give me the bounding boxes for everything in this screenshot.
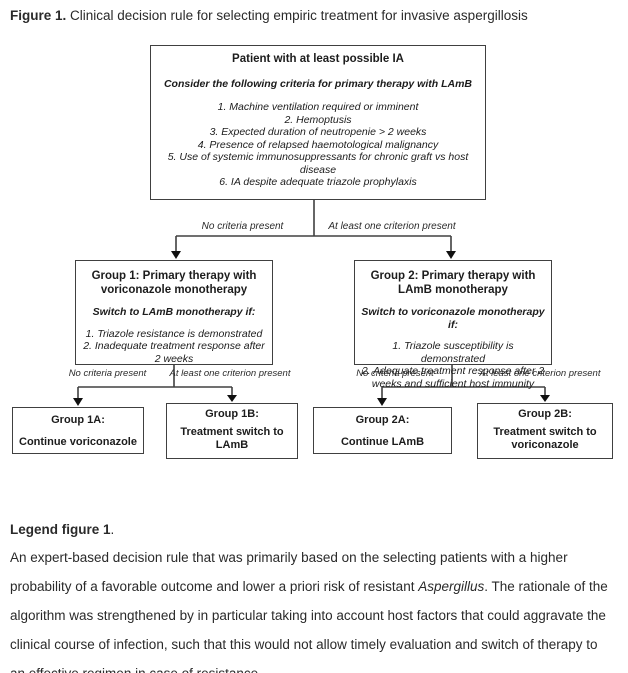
criteria-item: 2. Adequate treatment response after 2 w…	[361, 365, 545, 390]
legend-paragraph: An expert-based decision rule that was p…	[10, 543, 610, 673]
node-body: Treatment switch to voriconazole	[493, 426, 597, 451]
criteria-item: 6. IA despite adequate triazole prophyla…	[219, 176, 417, 188]
node-title: Group 1: Primary therapy with voriconazo…	[91, 270, 257, 296]
legend-text-pre: An expert-based decision rule that was p…	[10, 550, 568, 594]
node-subtitle: Consider the following criteria for prim…	[163, 77, 473, 90]
node-title: Group 1A:	[51, 414, 105, 426]
legend-text-post: . The rationale of the algorithm was str…	[10, 579, 608, 673]
legend-text-italic: Aspergillus	[418, 579, 485, 594]
criteria-item: 2. Hemoptusis	[284, 113, 352, 126]
criteria-list: 1. Machine ventilation required or immin…	[156, 101, 480, 189]
node-group2: Group 2: Primary therapy with LAmB monot…	[354, 260, 552, 390]
legend-heading-text: Legend figure 1	[10, 522, 111, 537]
figure-caption-text: Clinical decision rule for selecting emp…	[66, 8, 528, 23]
criteria-list: 1. Triazole resistance is demonstrated 2…	[81, 328, 267, 366]
branch-label-one-criterion: At least one criterion present	[479, 368, 601, 379]
node-body: Treatment switch to LAmB	[180, 426, 284, 451]
node-title: Group 2: Primary therapy with LAmB monot…	[370, 270, 536, 296]
node-title: Group 2B:	[518, 408, 572, 420]
criteria-item: 1. Triazole resistance is demonstrated	[85, 327, 263, 340]
criteria-item: 1. Machine ventilation required or immin…	[217, 101, 419, 113]
criteria-item: 5. Use of systemic immunosuppressants fo…	[167, 151, 469, 176]
node-group2a: Group 2A: Continue LAmB	[313, 407, 452, 454]
criteria-item: 3. Expected duration of neutropenie > 2 …	[209, 126, 427, 138]
branch-label-no-criteria: No criteria present	[201, 221, 284, 232]
branch-label-no-criteria: No criteria present	[356, 368, 434, 379]
node-subtitle: Switch to voriconazole monotherapy if:	[361, 306, 545, 331]
node-group2b: Group 2B: Treatment switch to voriconazo…	[477, 403, 613, 459]
criteria-item: 1. Triazole susceptibility is demonstrat…	[392, 340, 514, 365]
criteria-item: 2. Inadequate treatment response after 2…	[83, 340, 265, 365]
node-title: Group 1B:	[205, 408, 259, 420]
criteria-list: 1. Triazole susceptibility is demonstrat…	[360, 340, 546, 390]
node-title: Patient with at least possible IA	[232, 53, 404, 65]
criteria-item: 4. Presence of relapsed haemotological m…	[197, 138, 439, 151]
node-group1: Group 1: Primary therapy with voriconazo…	[75, 260, 273, 365]
figure-caption: Figure 1. Clinical decision rule for sel…	[10, 8, 528, 23]
node-body: Continue LAmB	[340, 436, 425, 448]
legend-heading: Legend figure 1.	[10, 522, 114, 537]
node-group1a: Group 1A: Continue voriconazole	[12, 407, 144, 454]
branch-label-one-criterion: At least one criterion present	[328, 221, 456, 232]
node-patient-possible-ia: Patient with at least possible IA Consid…	[150, 45, 486, 200]
legend-heading-period: .	[110, 522, 115, 537]
figure-number: Figure 1.	[10, 8, 67, 23]
branch-label-no-criteria: No criteria present	[68, 368, 147, 379]
node-title: Group 2A:	[355, 414, 410, 426]
node-subtitle: Switch to LAmB monotherapy if:	[92, 306, 256, 318]
branch-label-one-criterion: At least one criterion present	[169, 368, 291, 379]
node-group1b: Group 1B: Treatment switch to LAmB	[166, 403, 298, 459]
node-body: Continue voriconazole	[19, 436, 137, 448]
